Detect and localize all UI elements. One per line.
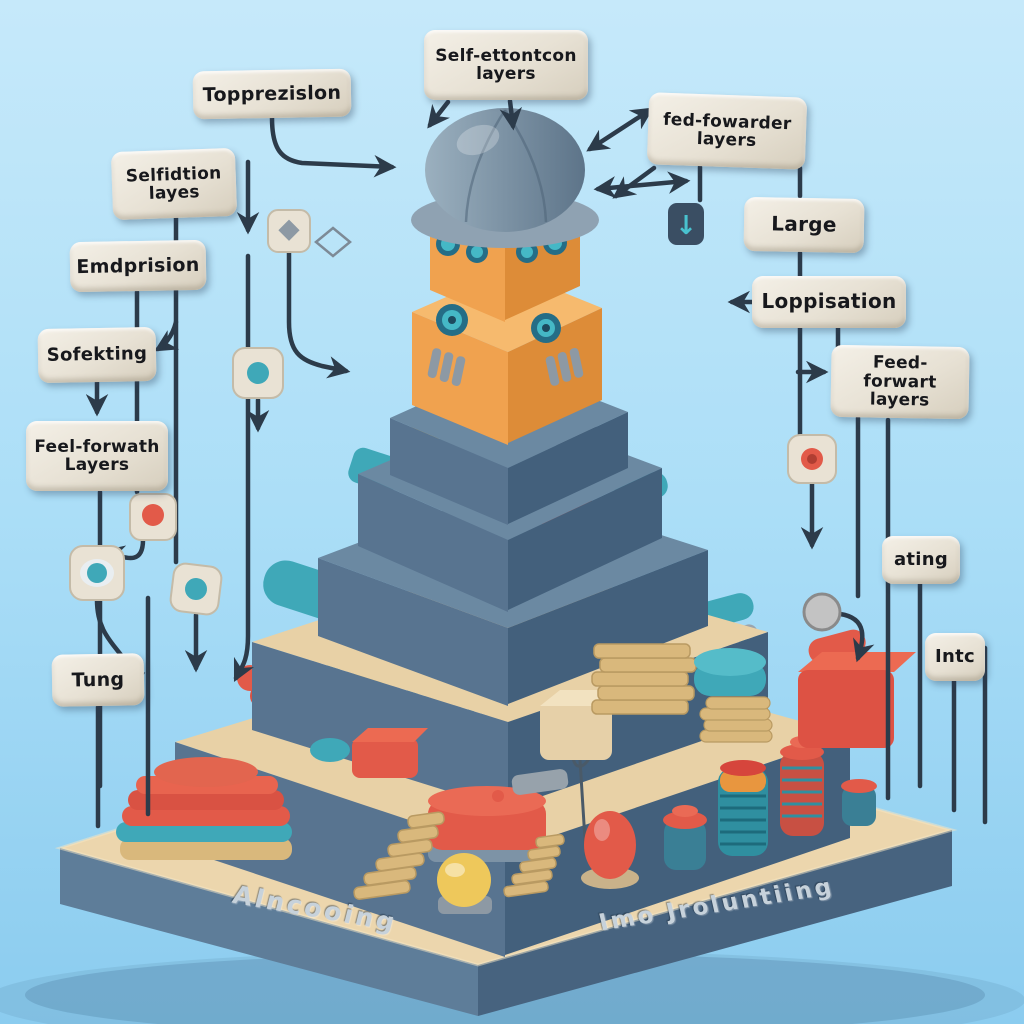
label-ating: ating [882, 536, 960, 584]
label-topprezislon: Topprezislon [192, 68, 352, 120]
clay-stairs-right [503, 833, 565, 898]
label-intc: Intc [925, 633, 985, 681]
robot-eye [436, 304, 468, 336]
gray-grip-right [545, 348, 584, 386]
label-feel-forwath-layers: Feel-forwath Layers [26, 421, 168, 491]
label-loppisation: Loppisation [752, 276, 906, 328]
connector-square-teal-2 [169, 562, 223, 616]
connector-square-teal-large [69, 545, 125, 601]
label-self-ettontcon-layers: Self-ettontcon layers [424, 30, 588, 100]
label-fed-fowarder-layers: fed-fowarder layers [646, 92, 808, 170]
teal-capped-cylinder-small [841, 779, 877, 826]
red-cylinder [428, 786, 546, 862]
gray-plate [511, 769, 569, 795]
tan-plank-stack [591, 643, 697, 715]
label-selfidtion-layes: Selfidtion layes [110, 147, 238, 221]
striped-coil-teal [718, 760, 768, 856]
red-dot-small [492, 790, 504, 802]
red-block-left [352, 728, 428, 778]
gray-knob [802, 592, 842, 632]
red-cube-right [798, 652, 916, 748]
label-emdprision: Emdprision [69, 239, 207, 293]
robot-eye [531, 313, 561, 343]
diamond-wire-icon [314, 226, 352, 258]
clay-stairs-left [353, 811, 445, 900]
teal-capped-cylinder [663, 805, 707, 870]
tan-disc-stack [699, 696, 773, 743]
connector-square-teal [232, 347, 284, 399]
red-egg [581, 811, 639, 889]
label-sofekting: Sofekting [37, 326, 157, 384]
gray-grip-left [427, 348, 466, 386]
connector-square-diamond [267, 209, 311, 253]
down-arrow-badge: ↓ [668, 203, 704, 245]
teal-oval [310, 738, 350, 762]
layered-disc-stack-left [116, 757, 292, 860]
label-tung: Tung [51, 653, 145, 707]
striped-coil-red [780, 736, 824, 836]
connector-square-red-right [787, 434, 837, 484]
annotation-arrows [85, 98, 988, 829]
dome-helmet [411, 108, 599, 248]
yellow-ball [437, 853, 492, 914]
label-feed-forwart-layers: Feed-forwart layers [830, 344, 970, 420]
connector-square-red [129, 493, 177, 541]
teal-pad [694, 648, 766, 696]
label-large: Large [743, 196, 865, 254]
down-arrow-icon: ↓ [675, 211, 697, 241]
